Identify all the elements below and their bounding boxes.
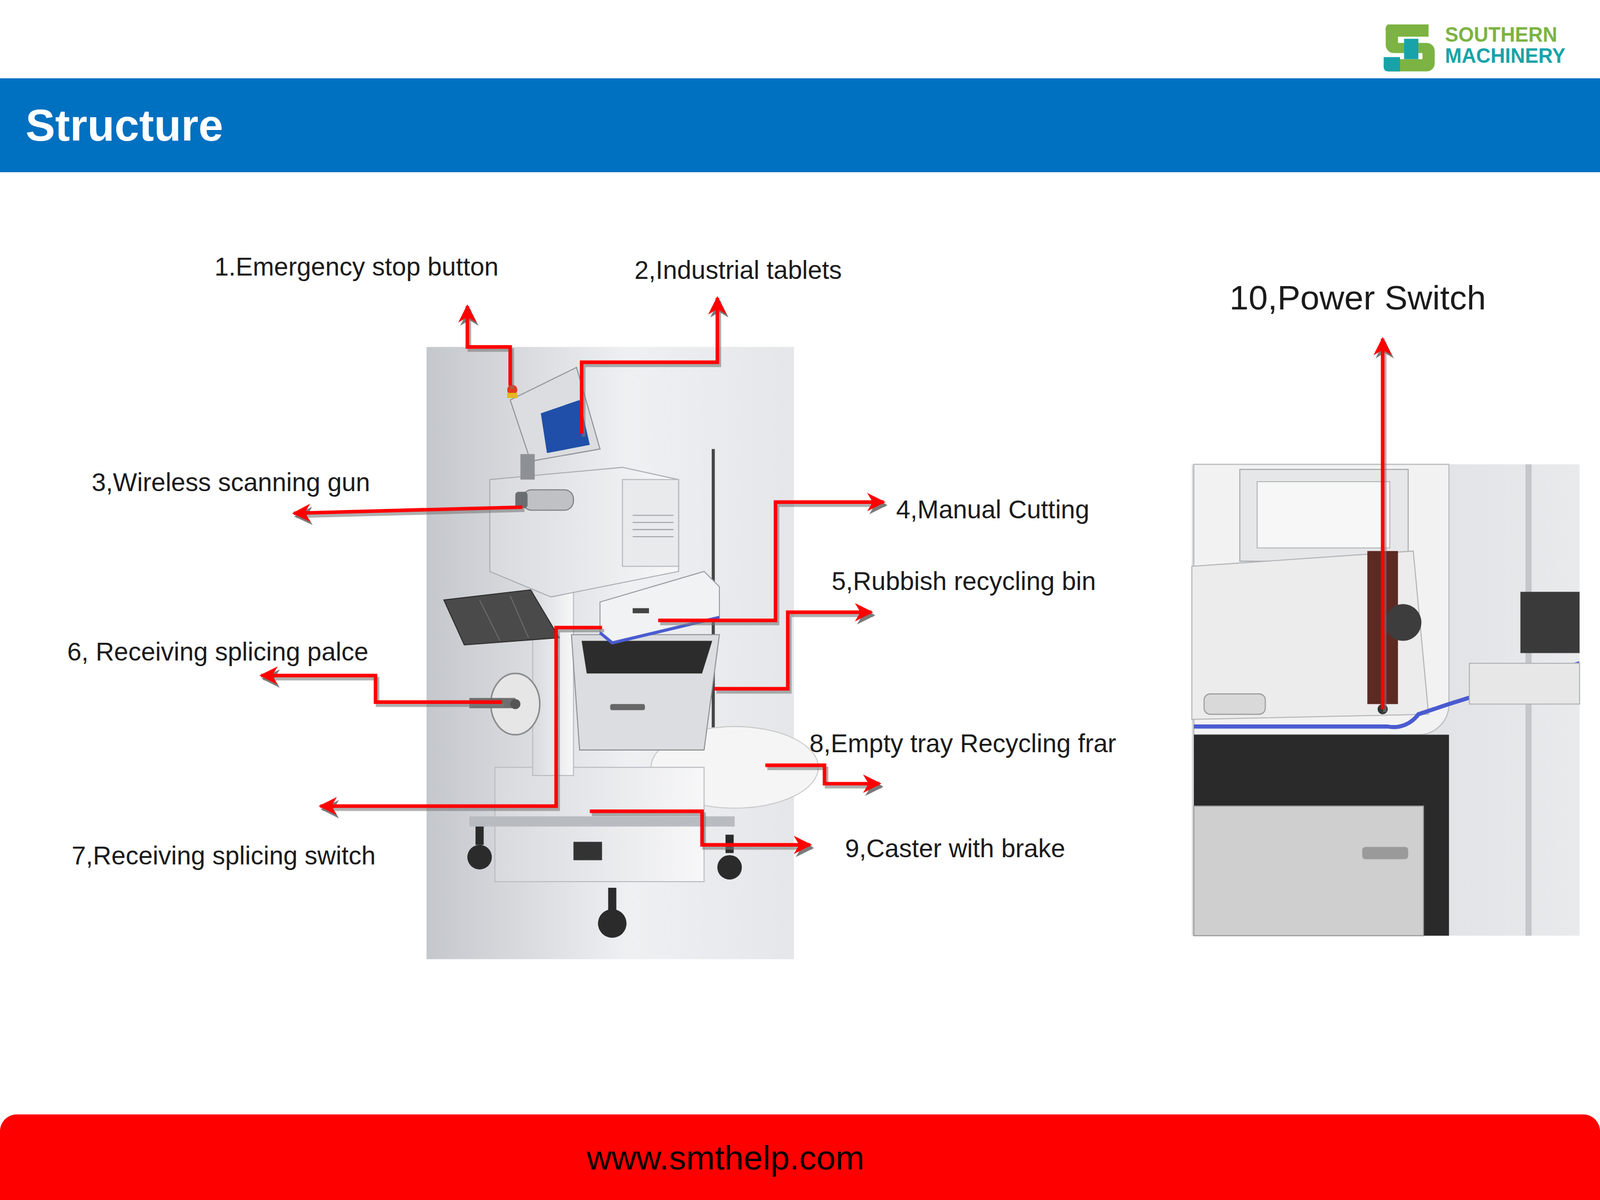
footer-band: www.smthelp.com	[0, 1114, 1600, 1200]
part-label: 2,Industrial tablets	[634, 255, 842, 285]
part-label: 10,Power Switch	[1229, 277, 1487, 318]
leader-arrow	[261, 297, 1383, 845]
part-label: 9,Caster with brake	[845, 833, 1065, 864]
page-title: Structure	[25, 78, 224, 173]
title-band	[0, 78, 1600, 173]
part-label: 7,Receiving splicing switch	[71, 841, 376, 871]
part-label: 8,Empty tray Recycling frar	[809, 728, 1117, 759]
part-label: 1.Emergency stop button	[214, 252, 499, 282]
website-text: www.smthelp.com	[586, 1137, 865, 1178]
logo-text: MACHINERY	[1445, 44, 1566, 68]
logo-icon	[1383, 24, 1435, 72]
leader-shadow	[263, 301, 1385, 848]
part-label: 3,Wireless scanning gun	[91, 467, 370, 498]
part-label: 4,Manual Cutting	[896, 495, 1090, 525]
machine-picture	[426, 346, 819, 959]
part-label: 6, Receiving splicing palce	[67, 637, 369, 667]
logo-text: SOUTHERN	[1445, 23, 1558, 47]
part-label: 5,Rubbish recycling bin	[831, 566, 1097, 597]
